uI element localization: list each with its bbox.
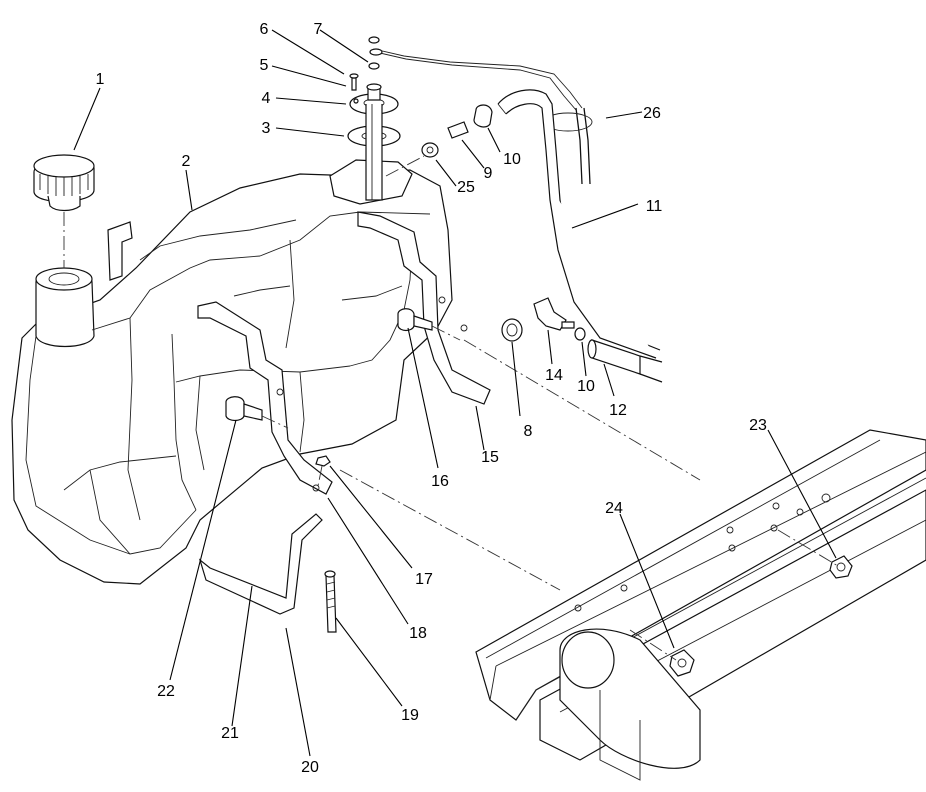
- callout-labels: 1 2 3 4 5 6 7 8 9 10 10 11 12 14 15 16 1…: [96, 21, 767, 776]
- callout-18: 18: [409, 625, 427, 642]
- callout-3: 3: [262, 120, 271, 137]
- callout-22: 22: [157, 683, 175, 700]
- callout-2: 2: [182, 153, 191, 170]
- callout-10b: 10: [577, 378, 595, 395]
- fuel-hose-assembly: [385, 89, 663, 383]
- callout-9: 9: [484, 165, 493, 182]
- lower-strap: [198, 513, 337, 633]
- callout-11: 11: [646, 198, 663, 215]
- callout-24: 24: [605, 500, 623, 517]
- filler-cap: [33, 154, 95, 212]
- callout-5: 5: [260, 57, 269, 74]
- leader-lines: [73, 29, 837, 757]
- vehicle-frame: [475, 429, 926, 781]
- callout-17: 17: [415, 571, 433, 588]
- callout-16: 16: [431, 473, 449, 490]
- callout-19: 19: [401, 707, 419, 724]
- fuel-tank: [11, 159, 453, 585]
- callout-25: 25: [457, 179, 475, 196]
- tank-straps: [197, 211, 491, 495]
- alignment-lines: [339, 339, 839, 661]
- callout-4: 4: [262, 90, 271, 107]
- callout-15: 15: [481, 449, 499, 466]
- callout-8: 8: [524, 423, 533, 440]
- callout-1: 1: [96, 71, 105, 88]
- callout-21: 21: [221, 725, 239, 742]
- callout-10a: 10: [503, 151, 521, 168]
- callout-23: 23: [749, 417, 767, 434]
- fasteners: [225, 308, 461, 487]
- callout-26: 26: [643, 105, 661, 122]
- fuel-sender-assembly: [347, 36, 583, 201]
- callout-12: 12: [609, 402, 627, 419]
- callout-7: 7: [314, 21, 323, 38]
- callout-20: 20: [301, 759, 319, 776]
- callout-6: 6: [260, 21, 269, 38]
- callout-14: 14: [545, 367, 563, 384]
